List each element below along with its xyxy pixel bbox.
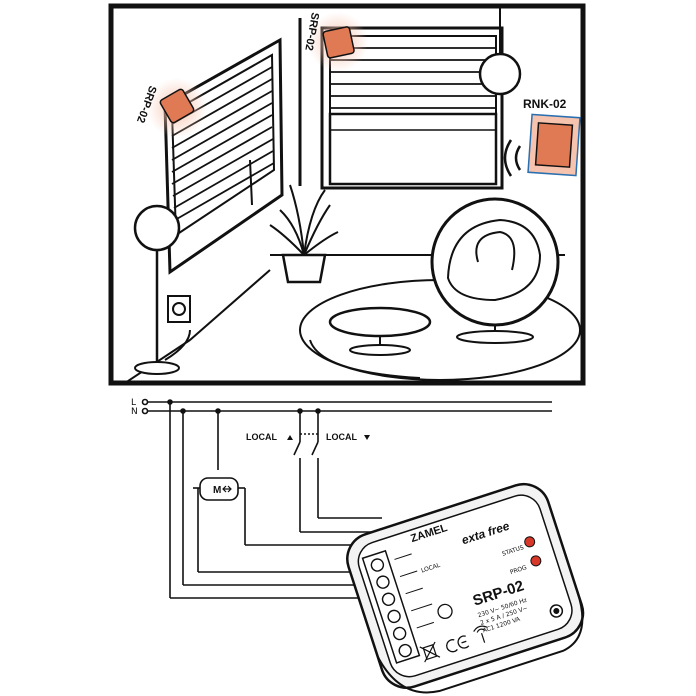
srp-02-module: LOCAL ZAMEL exta free STATUS PROG SRP-02… [346, 482, 585, 694]
wiring-labels: L N LOCAL LOCAL M [131, 398, 370, 496]
wall-socket [167, 295, 191, 323]
weee-bin-icon [419, 641, 441, 663]
wiring-diagram [141, 398, 552, 599]
status-led [524, 536, 536, 548]
left-roller-blind [163, 37, 284, 275]
terminal-screws [370, 558, 412, 658]
floor-lamp [133, 204, 191, 375]
pendant-lamp [478, 6, 522, 96]
module-motor-icon [437, 603, 453, 620]
room-frame [108, 3, 586, 386]
local-up-label: LOCAL [246, 432, 277, 442]
antenna-icon [473, 625, 488, 643]
local-down-label: LOCAL [326, 432, 357, 442]
right-roller-blind [298, 18, 504, 190]
line-l-label: L [131, 398, 136, 408]
line-n-label: N [131, 407, 138, 417]
room-illustration: SRP-02 SRP-02 [108, 3, 586, 386]
wireless-signal-icon [503, 139, 522, 177]
rnk-02-label: RNK-02 [523, 97, 567, 111]
arrow-up-icon [287, 435, 293, 440]
arrow-down-icon [364, 435, 370, 440]
potted-plant [269, 184, 339, 284]
motor-label: M [213, 485, 221, 496]
egg-chair [430, 197, 560, 344]
rnk-02-remote: RNK-02 [503, 97, 581, 177]
srp-02-left-device: SRP-02 [134, 78, 207, 138]
prog-led [530, 555, 542, 567]
srp-02-top-device: SRP-02 [302, 11, 368, 72]
motor-arrows-icon [222, 485, 232, 493]
coffee-table [328, 306, 432, 356]
ce-mark-icon [446, 635, 470, 653]
